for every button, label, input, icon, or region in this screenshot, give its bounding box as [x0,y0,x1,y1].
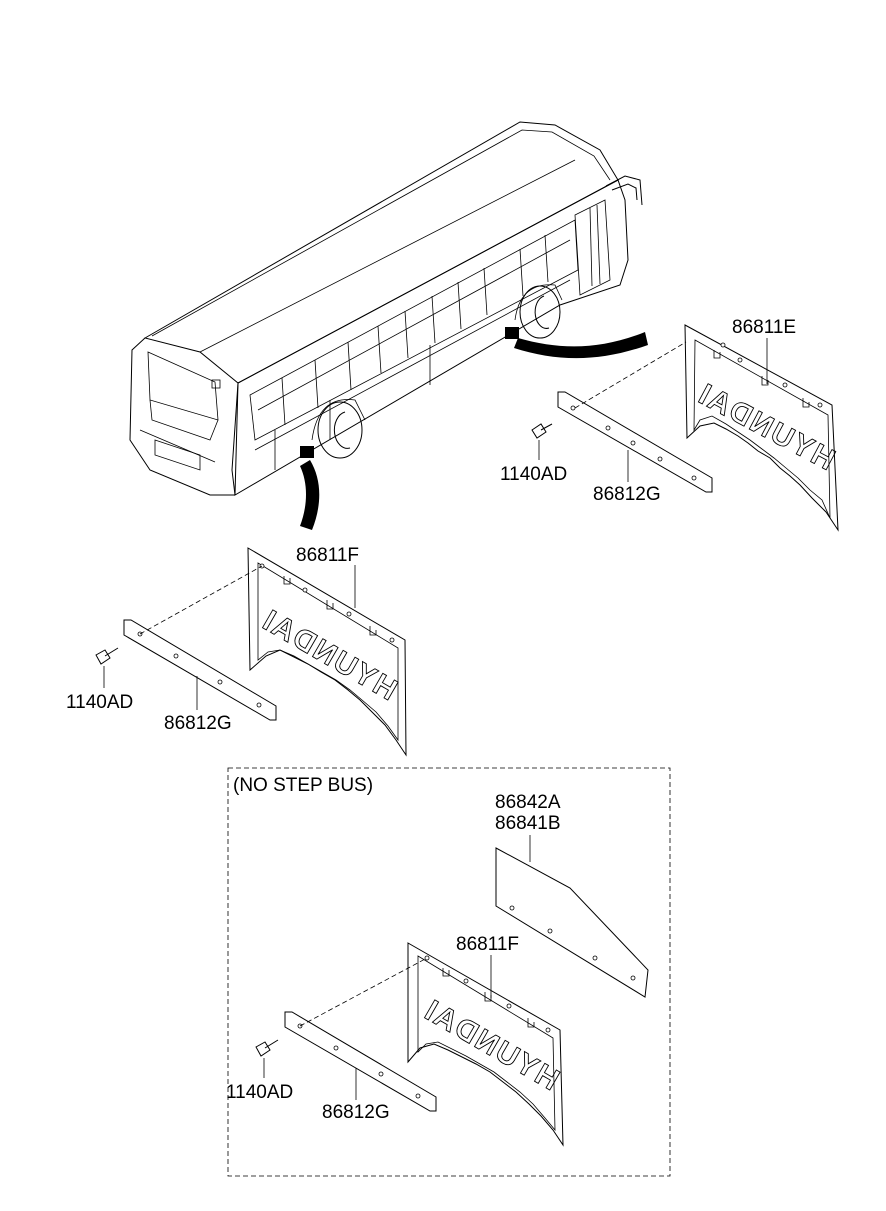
label-86812G-middle: 86812G [164,713,232,734]
label-86841B: 86841B [495,813,561,834]
no-step-bus-group-frame [227,767,671,1177]
label-86811E: 86811E [732,317,796,338]
label-1140AD-middle: 1140AD [66,692,133,713]
bolt-1140AD-upper [531,423,553,460]
bolt-1140AD-middle [95,647,119,688]
label-86811F-middle: 86811F [296,545,359,566]
label-86812G-lower: 86812G [322,1102,390,1123]
group-title: (NO STEP BUS) [233,775,373,796]
label-86811F-lower: 86811F [456,934,519,955]
mud-flap-86811F-lower: HYUNDAI [407,942,565,1147]
bracket-86812G-middle [123,619,277,721]
bracket-86812G-lower [284,1011,437,1112]
bracket-86812G-upper [557,391,713,493]
bus-illustration [129,121,648,530]
bolt-1140AD-lower [255,1039,279,1078]
mud-flap-86811F-middle: HYUNDAI [247,547,407,757]
label-1140AD-lower: 1140AD [226,1082,293,1103]
assembly-line [139,565,263,635]
assembly-line [299,957,428,1027]
label-86842A: 86842A [495,792,561,813]
guard-86842A-86841B [495,847,649,998]
label-86812G-upper: 86812G [593,484,661,505]
mud-flap-86811E: HYUNDAI [684,324,841,532]
assembly-line [574,341,687,409]
label-1140AD-upper: 1140AD [500,464,567,485]
